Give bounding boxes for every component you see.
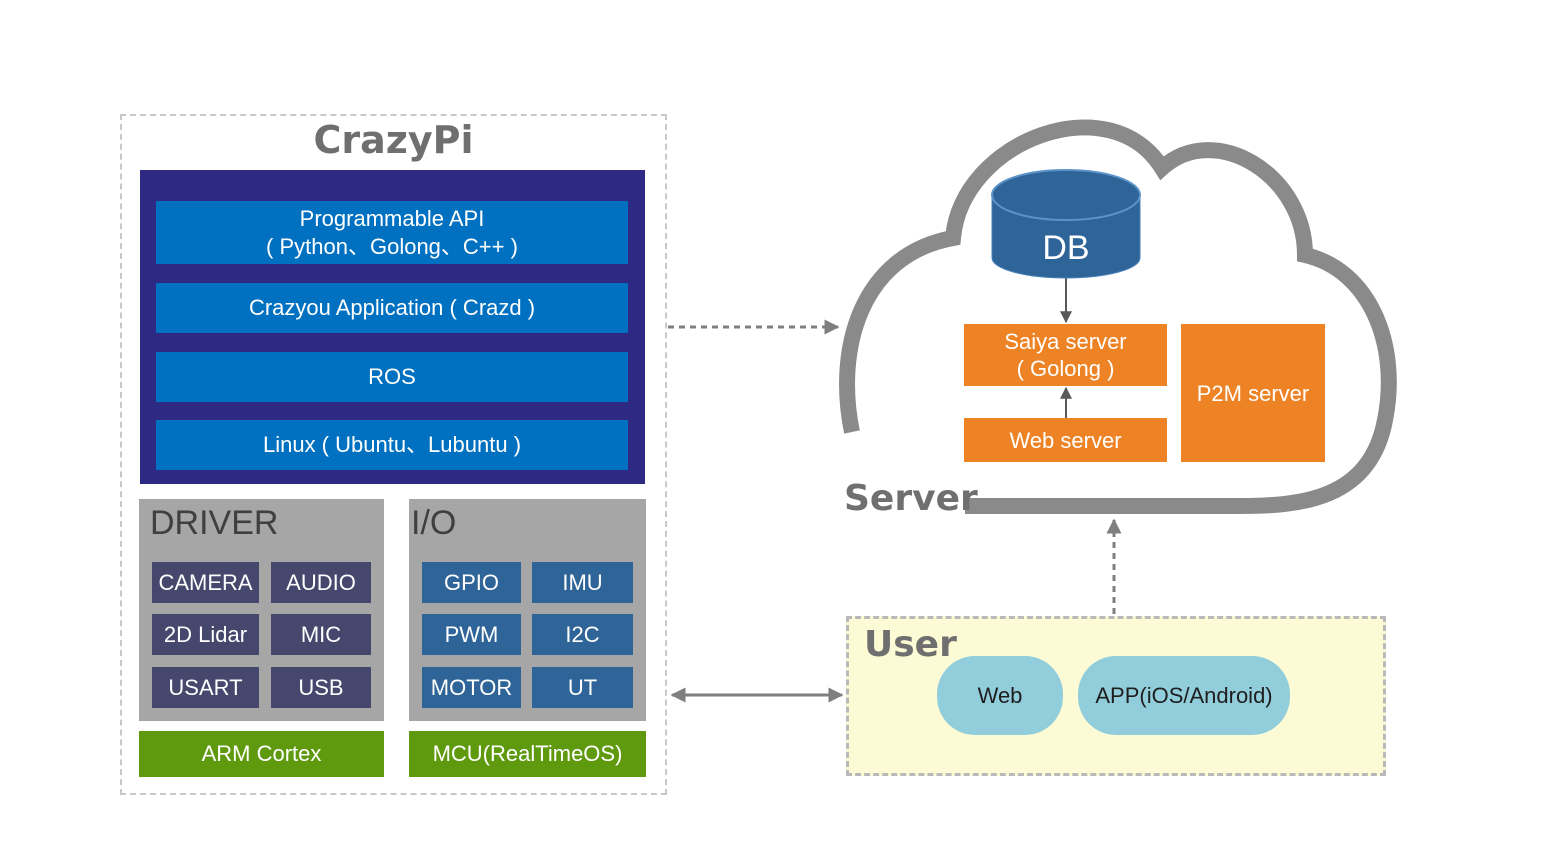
p2m-server: P2M server	[1181, 324, 1325, 462]
driver-2d-lidar: 2D Lidar	[152, 614, 259, 655]
driver-title: DRIVER	[150, 504, 279, 542]
io-i2c: I2C	[532, 614, 633, 655]
layer-linux: Linux ( Ubuntu、Lubuntu )	[156, 420, 628, 470]
driver-usb: USB	[271, 667, 371, 708]
layer-crazyou-application: Crazyou Application ( Crazd )	[156, 283, 628, 333]
db-label: DB	[1042, 228, 1090, 267]
driver-usart: USART	[152, 667, 259, 708]
app-client: APP(iOS/Android)	[1078, 656, 1290, 735]
io-pwm: PWM	[422, 614, 521, 655]
crazypi-title: CrazyPi	[313, 118, 474, 162]
saiya-server: Saiya server ( Golong )	[964, 324, 1167, 386]
layer-programmable-api: Programmable API ( Python、Golong、C++ )	[156, 201, 628, 264]
driver-mic: MIC	[271, 614, 371, 655]
crazypi-frame	[120, 114, 667, 795]
io-gpio: GPIO	[422, 562, 521, 603]
io-ut: UT	[532, 667, 633, 708]
user-title: User	[864, 624, 957, 665]
io-motor: MOTOR	[422, 667, 521, 708]
io-title: I/O	[411, 504, 457, 542]
mcu-realtimeos-base: MCU(RealTimeOS)	[409, 731, 646, 777]
cloud-outline	[839, 119, 1397, 514]
server-label: Server	[844, 478, 978, 519]
arm-cortex-base: ARM Cortex	[139, 731, 384, 777]
db-cylinder	[991, 169, 1141, 279]
driver-camera: CAMERA	[152, 562, 259, 603]
user-box	[846, 616, 1386, 776]
web-client: Web	[937, 656, 1063, 735]
driver-audio: AUDIO	[271, 562, 371, 603]
io-imu: IMU	[532, 562, 633, 603]
layer-ros: ROS	[156, 352, 628, 402]
web-server: Web server	[964, 418, 1167, 462]
